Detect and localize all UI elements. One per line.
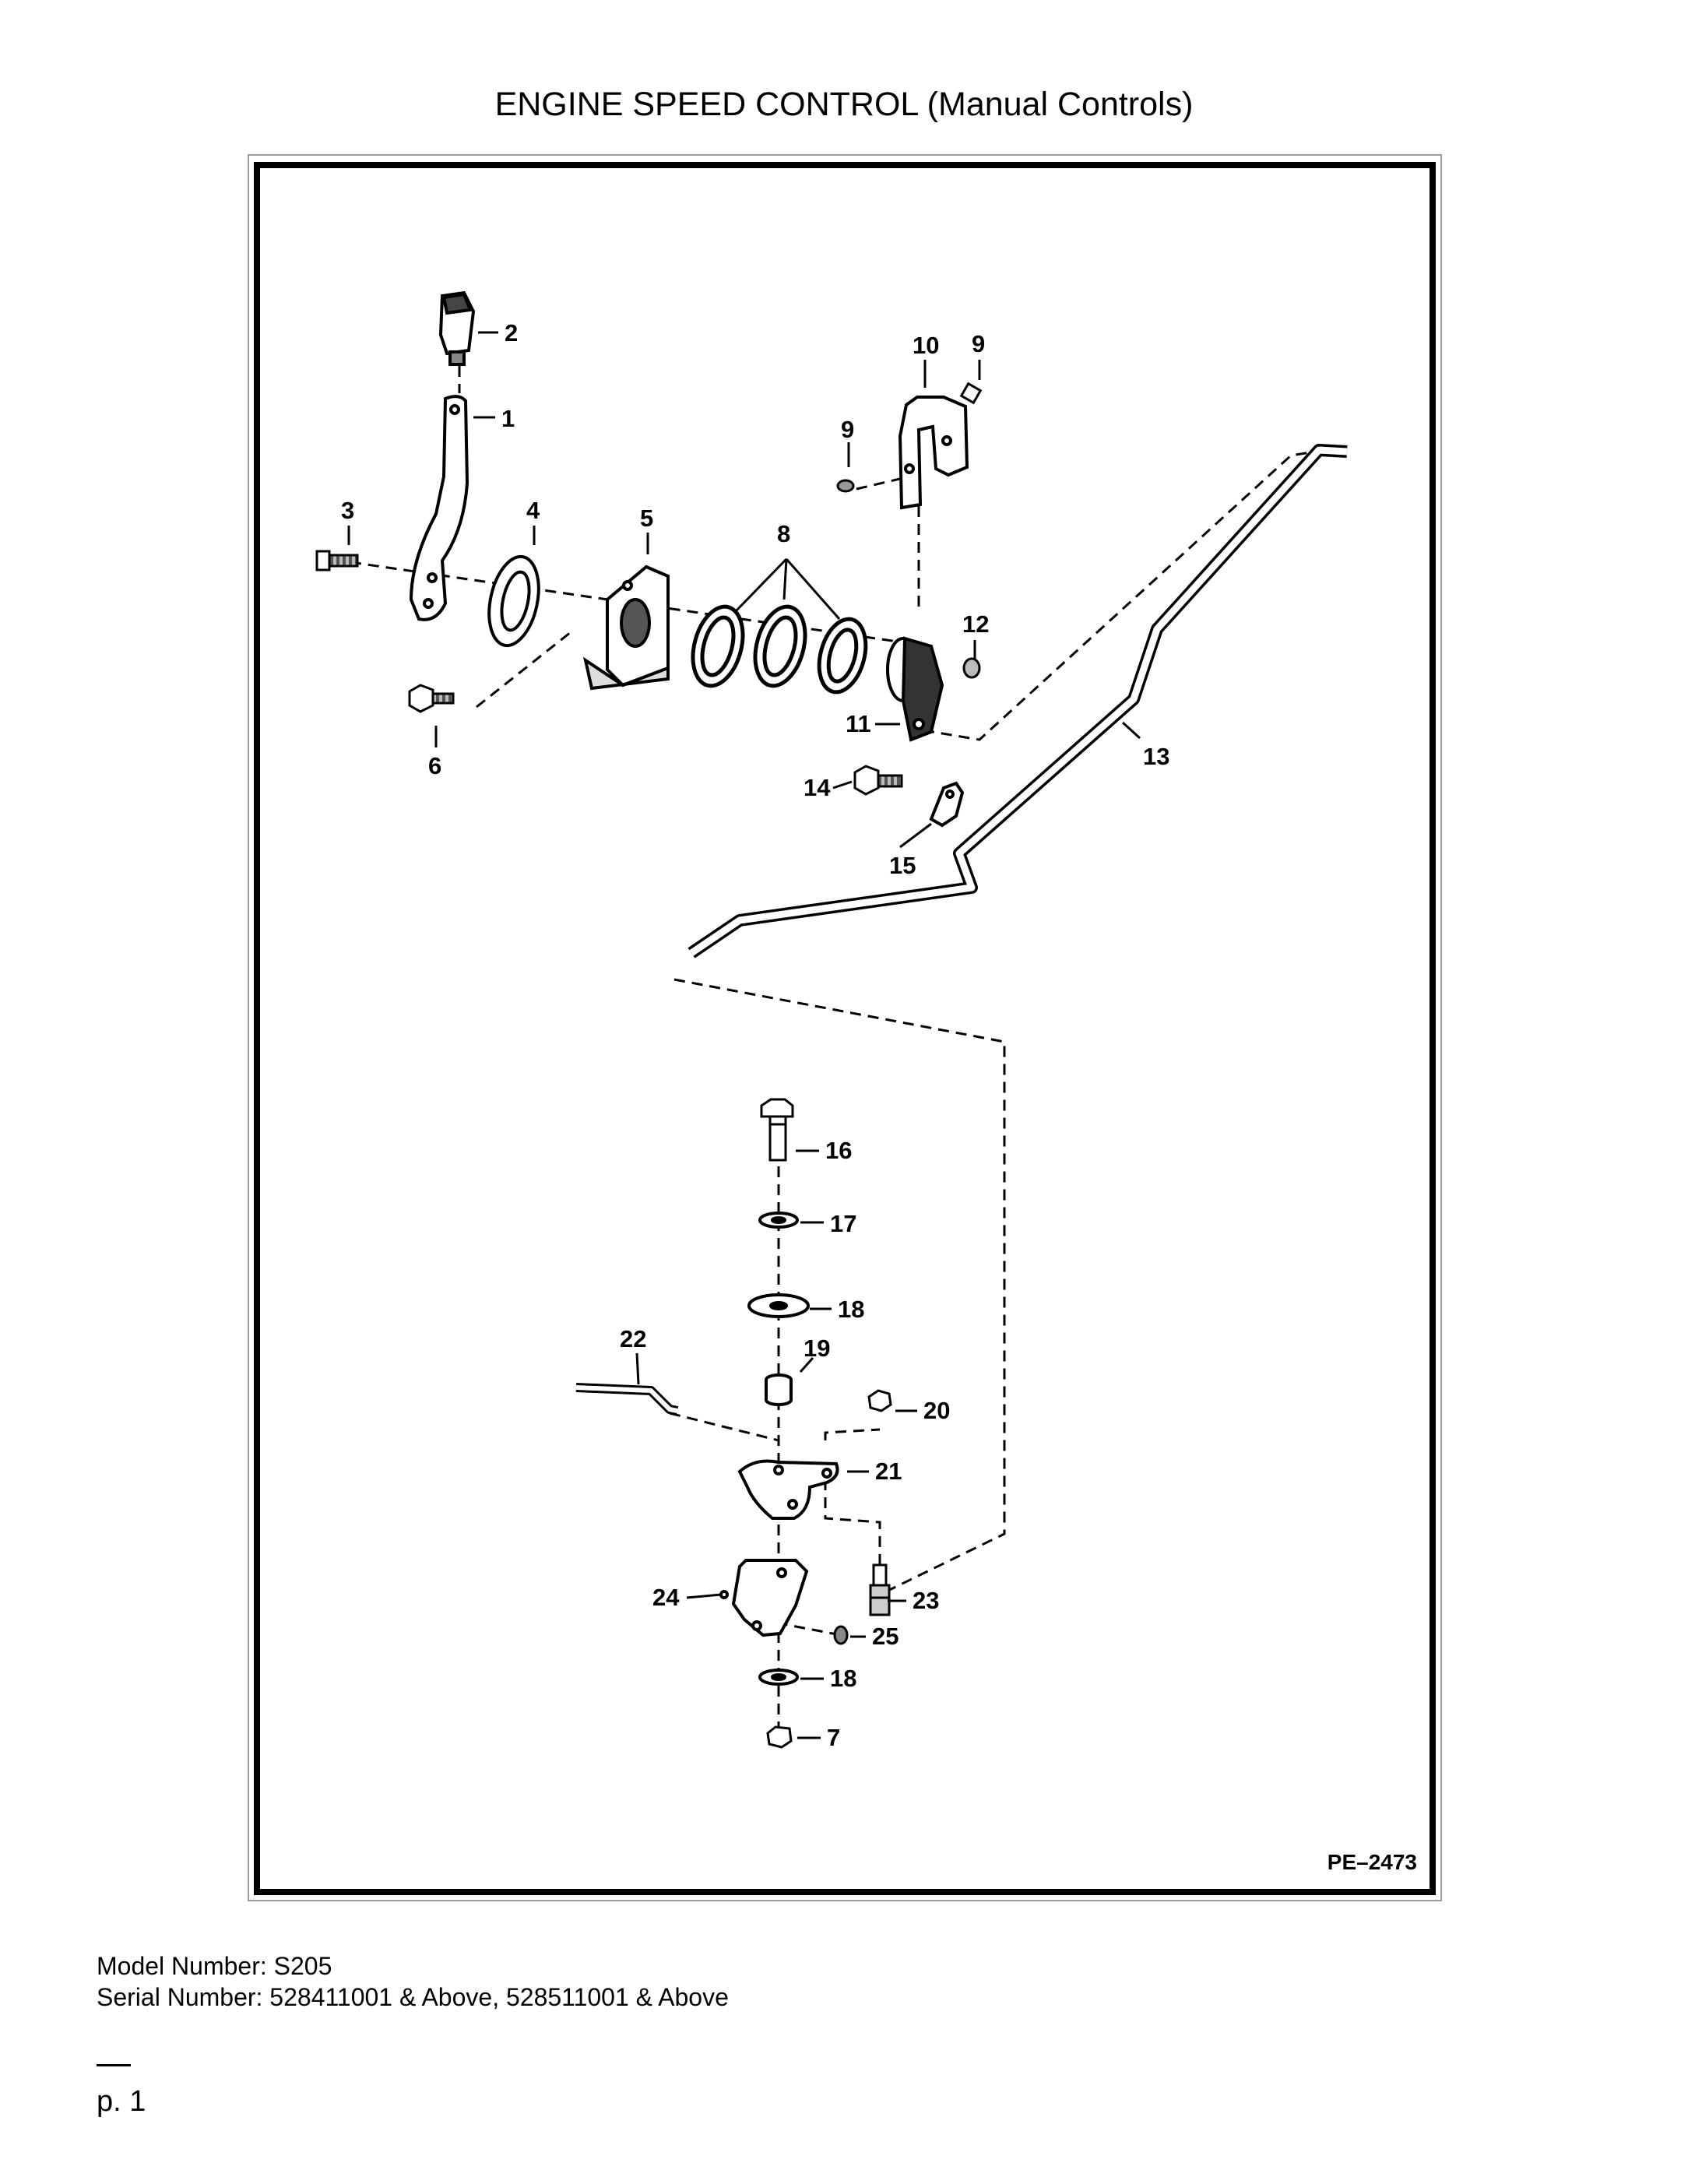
callout-labels: 2 1 3 4 5 8 10 9 9 12 11 6 13 14 15 16 1… bbox=[341, 319, 1169, 1751]
callout-22: 22 bbox=[620, 1325, 646, 1352]
part-16-bolt bbox=[760, 1098, 794, 1162]
assembly-dash-lines bbox=[350, 366, 1331, 1732]
callout-9-top: 9 bbox=[972, 330, 985, 357]
callout-15: 15 bbox=[889, 852, 916, 879]
callout-10: 10 bbox=[913, 332, 939, 359]
callout-20: 20 bbox=[923, 1397, 950, 1424]
part-17-washer bbox=[758, 1212, 799, 1229]
part-8-leader bbox=[734, 557, 841, 620]
part-25-nut bbox=[833, 1625, 849, 1645]
part-4-washer bbox=[487, 554, 540, 648]
callout-8: 8 bbox=[777, 520, 790, 547]
page-title: ENGINE SPEED CONTROL (Manual Controls) bbox=[494, 86, 1194, 123]
serial-number: Serial Number: 528411001 & Above, 528511… bbox=[97, 1983, 729, 2011]
callout-19: 19 bbox=[804, 1335, 830, 1362]
callout-13: 13 bbox=[1143, 743, 1169, 770]
callout-17: 17 bbox=[830, 1210, 856, 1237]
callout-7: 7 bbox=[827, 1724, 840, 1751]
part-9-nut-left bbox=[836, 479, 855, 493]
callout-5: 5 bbox=[640, 505, 653, 532]
callout-3: 3 bbox=[341, 497, 354, 524]
part-9-nut-top bbox=[959, 382, 983, 405]
part-13-rod bbox=[688, 444, 1348, 958]
part-6-bolt bbox=[408, 684, 455, 713]
drawing-id: PE–2473 bbox=[1327, 1850, 1417, 1874]
diagram-outer-frame bbox=[248, 154, 1442, 1901]
part-18-washer-lower bbox=[758, 1669, 799, 1686]
part-5-bracket bbox=[582, 564, 670, 691]
page-rule bbox=[97, 2064, 131, 2066]
callout-14: 14 bbox=[804, 774, 831, 801]
model-number: Model Number: S205 bbox=[97, 1952, 332, 1980]
diagram-frame bbox=[254, 162, 1436, 1895]
callout-21: 21 bbox=[875, 1458, 902, 1485]
callout-18-top: 18 bbox=[838, 1296, 864, 1323]
part-21-plate bbox=[737, 1459, 839, 1520]
callout-4: 4 bbox=[526, 497, 540, 524]
callout-leaders bbox=[347, 331, 1141, 1739]
part-11-pivot bbox=[886, 636, 944, 742]
part-24-bracket bbox=[719, 1559, 809, 1637]
part-22-link bbox=[575, 1383, 679, 1416]
part-20-nut bbox=[867, 1389, 892, 1412]
part-23-swivel bbox=[869, 1563, 891, 1616]
callout-12: 12 bbox=[962, 610, 989, 638]
callout-24: 24 bbox=[652, 1584, 680, 1611]
callout-11: 11 bbox=[846, 710, 871, 737]
part-15-clamp bbox=[929, 781, 965, 828]
part-3-bolt bbox=[315, 550, 359, 571]
part-8-rings bbox=[691, 604, 868, 695]
part-7-nut bbox=[766, 1725, 793, 1749]
callout-25: 25 bbox=[872, 1623, 899, 1650]
part-18-washer-top bbox=[747, 1293, 810, 1318]
page-number: p. 1 bbox=[97, 2085, 146, 2118]
part-10-bracket bbox=[898, 396, 969, 510]
callout-2: 2 bbox=[505, 319, 518, 346]
callout-9-left: 9 bbox=[841, 416, 854, 443]
callout-6: 6 bbox=[428, 752, 441, 779]
part-19-bushing bbox=[765, 1373, 793, 1406]
callout-16: 16 bbox=[825, 1137, 852, 1164]
part-12-nut bbox=[962, 657, 981, 679]
callout-1: 1 bbox=[501, 405, 515, 432]
callout-18-lower: 18 bbox=[830, 1665, 856, 1692]
part-1-lever bbox=[409, 395, 469, 621]
part-14-bolt bbox=[853, 765, 903, 796]
part-2-knob bbox=[438, 290, 476, 366]
callout-23: 23 bbox=[913, 1587, 939, 1614]
